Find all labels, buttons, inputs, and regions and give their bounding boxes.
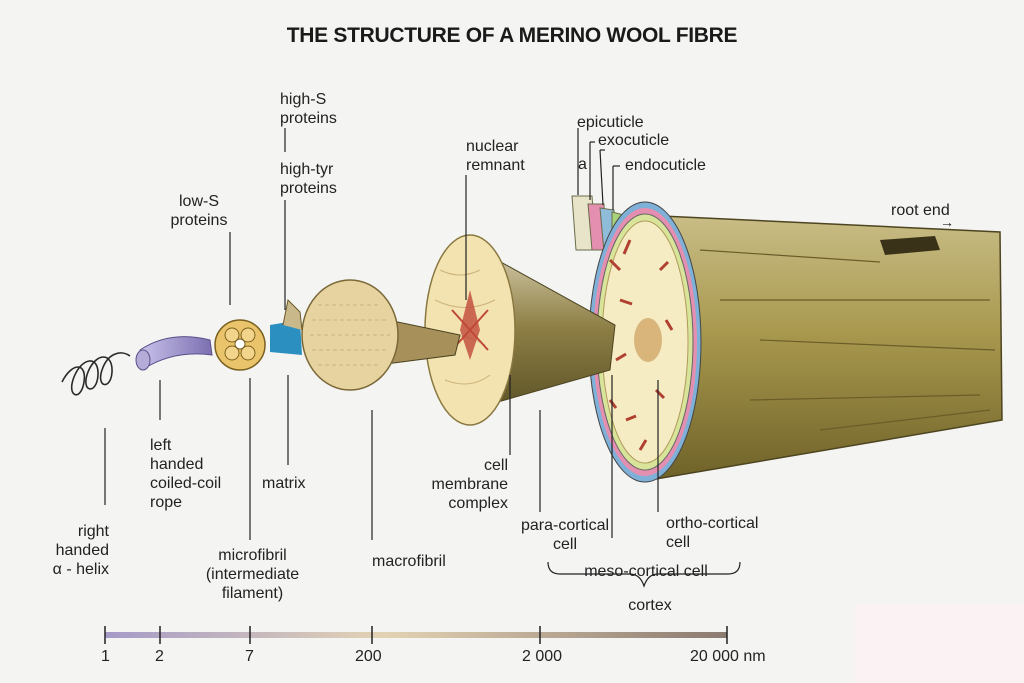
fibre-body (639, 214, 1003, 481)
cell-illustration (424, 234, 616, 426)
scale-tick-label: 2 (155, 648, 164, 665)
label-epicuticle: epicuticle (577, 114, 644, 131)
scale-tick-label: 20 000 nm (690, 648, 766, 665)
label-matrix: matrix (262, 475, 306, 492)
scale-tick-label: 7 (245, 648, 254, 665)
helix-illustration (61, 352, 131, 396)
scale-tick-label: 1 (101, 648, 110, 665)
label-cortex: cortex (628, 597, 672, 614)
scale-tick-label: 200 (355, 648, 382, 665)
label-root-end: root end (891, 202, 950, 219)
label-meso-cortical-cell: meso-cortical cell (584, 563, 708, 580)
page-title: THE STRUCTURE OF A MERINO WOOL FIBRE (286, 24, 738, 47)
rope-illustration (135, 336, 213, 371)
scale-tick-label: 2 000 (522, 648, 563, 665)
leader-lines (104, 128, 659, 540)
microfibril-illustration (214, 298, 303, 371)
scale-bar (104, 626, 728, 644)
corner-patch (855, 605, 1024, 683)
label-macrofibril: macrofibril (372, 553, 446, 570)
cortex-cross-section (588, 201, 702, 483)
cortex-brace (547, 561, 741, 588)
label-endocuticle: endocuticle (625, 157, 706, 174)
label-exocuticle: exocuticle (598, 132, 670, 149)
label-a: a (578, 156, 587, 173)
macrofibril-illustration (301, 279, 461, 391)
root-arrow-icon: → (940, 214, 954, 230)
